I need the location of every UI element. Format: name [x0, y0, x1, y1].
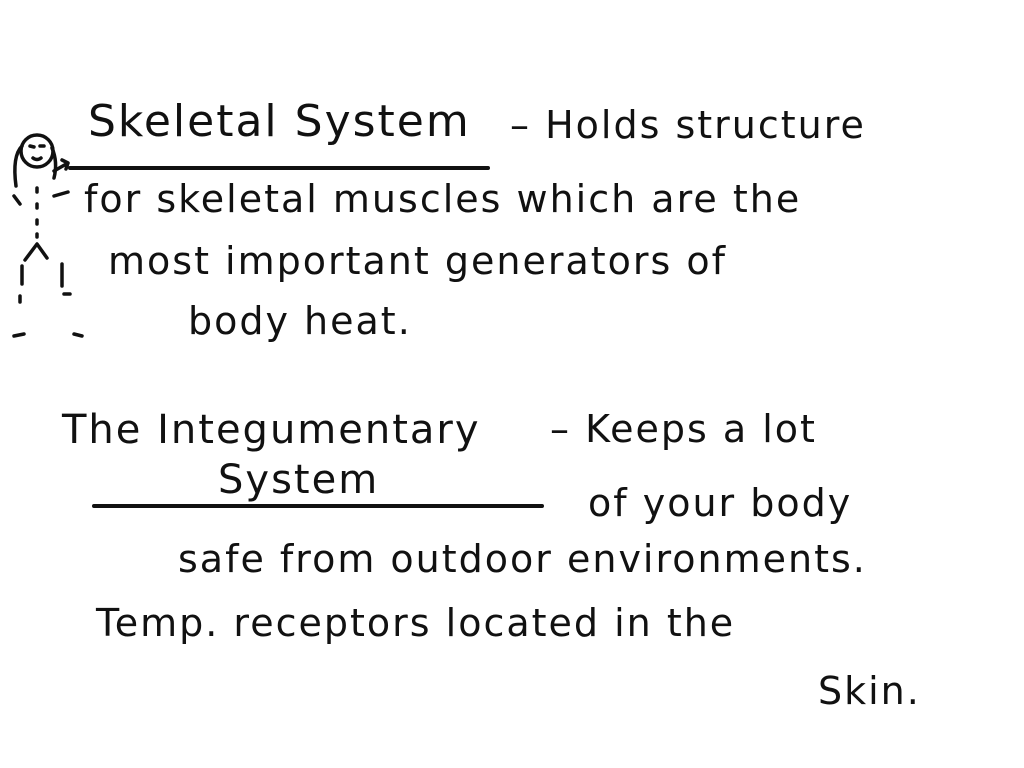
integumentary-heading-line-2: System — [218, 457, 380, 503]
integumentary-definition-line-3: safe from outdoor environments. — [178, 537, 867, 581]
integumentary-definition-line-1: – Keeps a lot — [550, 407, 817, 451]
integumentary-definition-line-2: of your body — [588, 481, 853, 525]
skeletal-heading: Skeletal System — [88, 96, 471, 147]
skeletal-definition-line-4: body heat. — [188, 299, 412, 343]
temp-receptors-line-2: Skin. — [818, 669, 921, 713]
temp-receptors-line-1: Temp. receptors located in the — [96, 601, 736, 645]
integumentary-heading: The Integumentary — [62, 407, 481, 453]
integumentary-heading-underline — [92, 504, 544, 508]
skeletal-heading-underline — [68, 166, 490, 170]
stick-figure-icon — [12, 133, 84, 338]
skeletal-definition-line-1: – Holds structure — [510, 103, 866, 147]
skeletal-definition-line-2: for skeletal muscles which are the — [84, 177, 802, 221]
skeletal-definition-line-3: most important generators of — [108, 239, 728, 283]
